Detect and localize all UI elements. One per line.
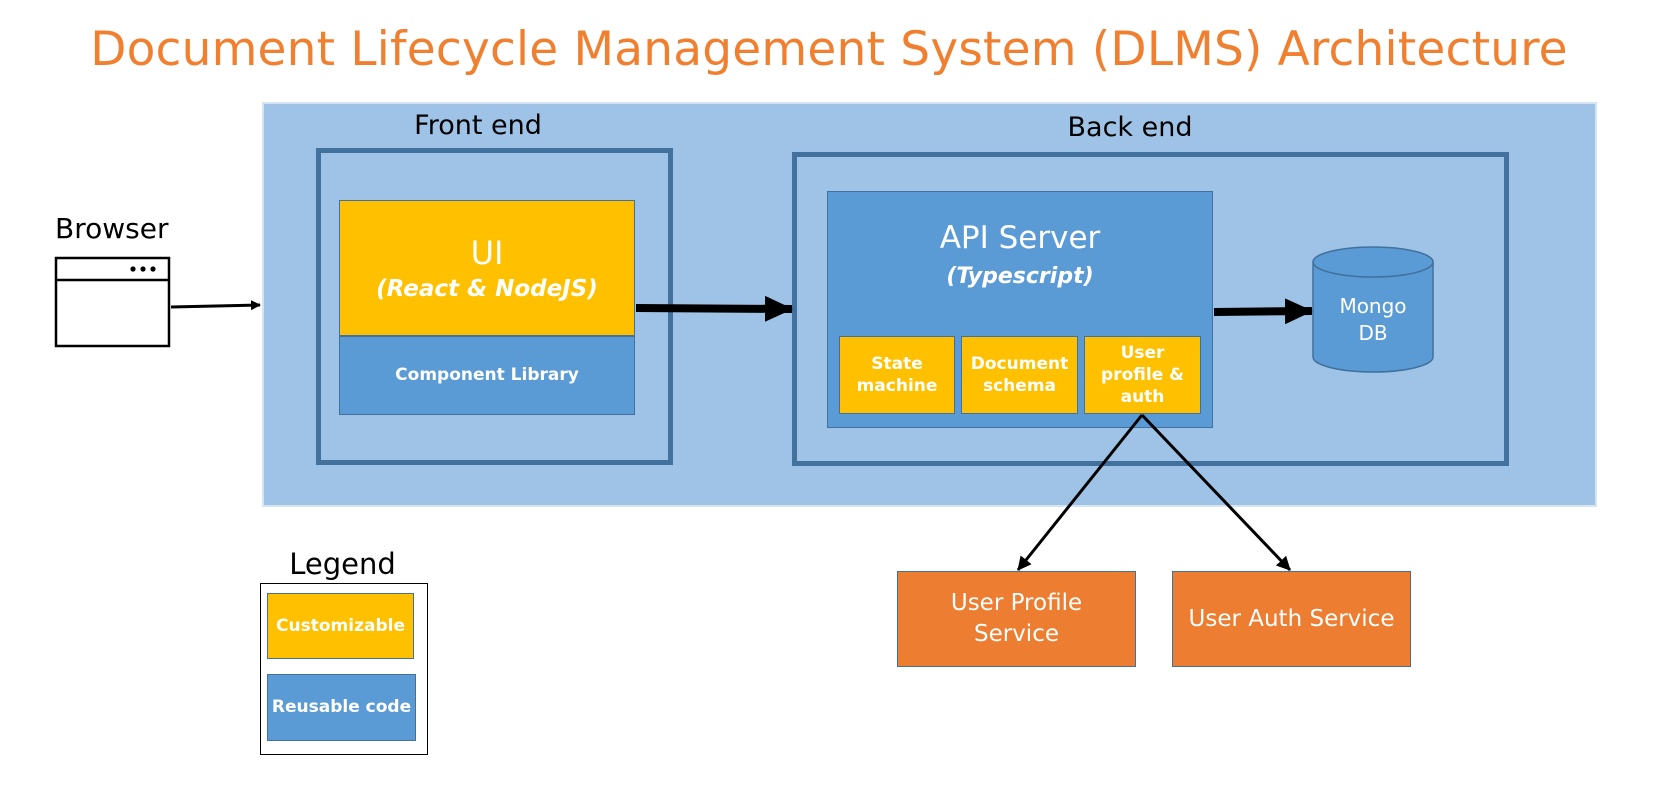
backend-frame <box>792 152 1509 466</box>
arrow-frontend-to-backend <box>635 295 793 322</box>
page-title: Document Lifecycle Management System (DL… <box>90 22 1568 77</box>
user-auth-service-label: User Auth Service <box>1188 606 1395 632</box>
user-profile-service-box: User Profile Service <box>897 571 1136 667</box>
frontend-label: Front end <box>414 110 542 141</box>
arrow-auth-to-auth-service <box>1140 413 1292 572</box>
module-user-profile-auth: User profile & auth <box>1084 336 1201 414</box>
legend-customizable: Customizable <box>267 593 414 659</box>
browser-label: Browser <box>55 212 169 245</box>
component-library-label: Component Library <box>395 365 579 386</box>
api-server-title: API Server <box>939 220 1101 256</box>
ui-title: UI <box>470 234 504 272</box>
module-document-schema-line2: schema <box>982 376 1056 396</box>
ui-box: UI (React & NodeJS) <box>339 200 635 336</box>
api-server-subtitle: (Typescript) <box>946 264 1094 289</box>
module-document-schema: Document schema <box>961 336 1078 414</box>
module-user-profile-auth-line1: User <box>1120 342 1165 363</box>
user-profile-service-line2: Service <box>973 621 1059 647</box>
legend-customizable-label: Customizable <box>276 615 405 636</box>
db-label-line1: Mongo <box>1339 294 1406 318</box>
ui-subtitle: (React & NodeJS) <box>376 276 598 302</box>
database-icon: Mongo DB <box>1312 246 1434 373</box>
module-state-machine-line2: machine <box>856 376 938 396</box>
legend-title: Legend <box>289 547 396 581</box>
browser-window-icon <box>54 256 171 348</box>
user-profile-service-line1: User Profile <box>950 589 1083 616</box>
arrow-auth-to-profile-service <box>1016 414 1144 571</box>
component-library-box: Component Library <box>339 336 635 415</box>
user-auth-service-box: User Auth Service <box>1172 571 1411 667</box>
arrow-api-to-db <box>1213 298 1313 325</box>
module-state-machine-line1: State <box>871 353 923 374</box>
module-document-schema-line1: Document <box>970 353 1069 374</box>
legend-reusable-label: Reusable code <box>271 697 412 718</box>
arrow-browser-to-frontend <box>170 300 261 311</box>
module-user-profile-auth-line2: profile & <box>1101 364 1184 385</box>
db-label-line2: DB <box>1358 321 1387 345</box>
legend-reusable: Reusable code <box>267 674 416 741</box>
module-user-profile-auth-line3: auth <box>1120 387 1165 408</box>
module-state-machine: State machine <box>839 336 955 414</box>
backend-label: Back end <box>1067 112 1193 143</box>
